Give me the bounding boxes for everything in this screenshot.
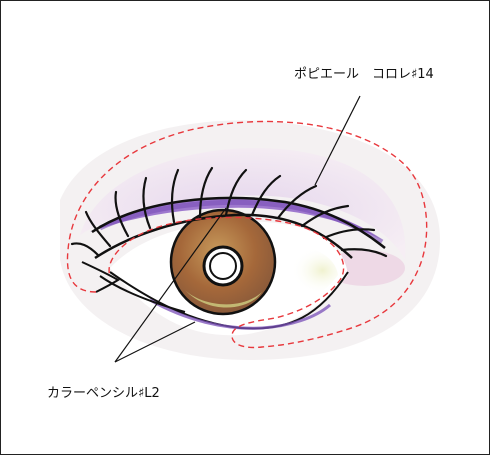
lash-2 bbox=[84, 210, 112, 248]
lash-6 bbox=[198, 166, 214, 220]
pencil-leader-line-upper bbox=[114, 207, 227, 363]
lower-liner-purple bbox=[149, 298, 331, 330]
eyeshadow-guide-outline bbox=[66, 120, 428, 349]
pupil-inner bbox=[209, 252, 237, 280]
eyeshadow-leader-line bbox=[314, 95, 361, 186]
eyeshadow-label: ポピエール コロレ♯14 bbox=[294, 67, 434, 82]
inner-corner bbox=[81, 261, 120, 293]
eyeshadow-lid-area bbox=[80, 148, 406, 260]
upper-lid-fold bbox=[91, 196, 386, 249]
lash-8 bbox=[250, 174, 282, 217]
eyelashes bbox=[70, 166, 388, 258]
lash-11 bbox=[322, 228, 376, 240]
eye-white-green-tint bbox=[260, 243, 338, 304]
inner-corner-line bbox=[99, 275, 186, 313]
lash-3 bbox=[114, 190, 130, 238]
lash-9 bbox=[276, 184, 318, 220]
lash-1 bbox=[70, 242, 100, 257]
pencil-leader-line-lower bbox=[114, 321, 196, 363]
lash-5 bbox=[170, 168, 180, 224]
lash-12 bbox=[340, 248, 388, 258]
iris-lower-green bbox=[185, 290, 262, 308]
lash-4 bbox=[142, 176, 152, 230]
upper-lash-line bbox=[94, 213, 353, 260]
lash-10 bbox=[300, 204, 350, 228]
pencil-label: カラーペンシル♯L2 bbox=[47, 386, 160, 401]
lash-7 bbox=[224, 168, 248, 217]
